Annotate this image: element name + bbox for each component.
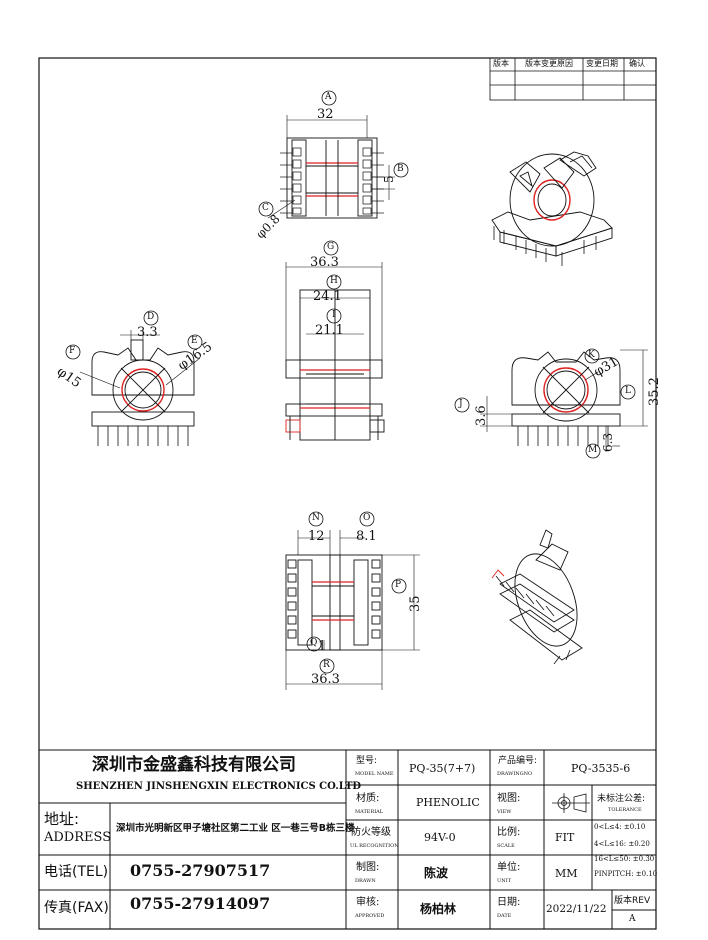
fax-value: 0755-27914097: [130, 894, 271, 913]
drawing-no-label-cn: 产品编号:: [498, 756, 538, 766]
front-view: [285, 262, 385, 441]
rev-header-reason: 版本变更原因: [525, 59, 573, 68]
isometric-view-top: [491, 151, 613, 266]
dim-letter-d: D: [147, 312, 155, 322]
scale-label-cn: 比例:: [497, 827, 521, 838]
flame-label-cn: 防火等级: [351, 827, 391, 838]
drawing-no-value: PQ-3535-6: [571, 762, 631, 775]
flame-value: 94V-0: [424, 831, 456, 844]
company-name-en: SHENZHEN JINSHENGXIN ELECTRONICS CO.LTD: [76, 781, 362, 792]
rev-value: A: [629, 914, 636, 924]
view-label-en: VIEW: [497, 809, 512, 815]
dim-value-i: 21.1: [315, 323, 344, 338]
rev-label: 版本REV: [614, 896, 651, 906]
dim-letter-m: M: [588, 445, 598, 455]
view-symbol-icon: [552, 793, 590, 813]
dim-value-m: 6.3: [601, 432, 615, 452]
dim-letter-l: L: [625, 386, 631, 396]
dim-value-n: 12: [308, 529, 325, 544]
dim-letter-o: O: [363, 513, 371, 523]
title-block-grid: [39, 749, 656, 929]
address-label-cn: 地址:: [44, 810, 80, 828]
date-label-cn: 日期:: [497, 897, 521, 908]
tolerance-line-1: 0<L≤4: ±0.10: [594, 823, 646, 831]
dim-value-r: 36.3: [311, 672, 340, 687]
dim-value-g: 36.3: [310, 255, 339, 270]
date-label-en: DATE: [497, 913, 512, 919]
approved-value: 杨柏林: [420, 902, 457, 916]
rev-header-confirm: 确认: [629, 59, 645, 68]
tolerance-line-4: PINPITCH: ±0.10: [594, 870, 658, 878]
drawing-border: [38, 57, 657, 930]
unit-label-en: UNIT: [497, 878, 511, 884]
dim-letter-k: K: [588, 350, 595, 360]
dim-letter-n: N: [312, 513, 320, 523]
top-view: [267, 115, 395, 219]
dim-letter-g: G: [327, 242, 335, 252]
dim-value-o: 8.1: [356, 529, 377, 544]
address-value: 深圳市光明新区甲子塘社区第二工业 区一巷三号B栋三楼: [116, 823, 355, 834]
dimension-callouts: [65, 90, 636, 674]
flame-label-en: UL RECOGNITION: [350, 843, 399, 849]
date-value: 2022/11/22: [546, 903, 607, 915]
dim-value-a: 32: [317, 107, 334, 122]
drawn-label-cn: 制图:: [356, 862, 380, 873]
model-label-cn: 型号:: [356, 756, 378, 766]
dim-value-h: 24.1: [313, 289, 342, 304]
left-end-view: [79, 330, 201, 446]
material-label-en: MATERIAL: [355, 809, 384, 815]
tolerance-label-en: TOLERANCE: [608, 807, 642, 813]
drawing-no-label-en: DRAWINGNO: [497, 771, 533, 777]
rev-header-date: 变更日期: [586, 59, 618, 68]
drawn-value: 陈波: [424, 866, 449, 880]
address-label-en: ADDRESS: [44, 830, 112, 845]
dim-letter-j: J: [459, 399, 463, 409]
unit-label-cn: 单位:: [497, 862, 521, 873]
bottom-view: [285, 530, 420, 690]
dim-letter-b: B: [397, 164, 404, 174]
dim-value-q: 1: [318, 639, 327, 654]
dim-letter-e: E: [191, 336, 198, 346]
revision-table: [489, 57, 657, 101]
model-label-en: MODEL NAME: [355, 771, 394, 777]
tolerance-line-3: 16<L≤50: ±0.30: [594, 855, 655, 863]
material-label-cn: 材质:: [356, 793, 380, 804]
model-value: PQ-35(7+7): [409, 762, 476, 775]
dim-letter-i: I: [332, 310, 336, 320]
dim-letter-f: F: [69, 346, 76, 356]
unit-value: MM: [555, 867, 578, 880]
tolerance-label-cn: 未标注公差:: [597, 794, 646, 804]
dim-value-b: 5: [382, 175, 396, 183]
drawn-label-en: DRAWN: [355, 878, 376, 884]
dim-letter-q: Q: [310, 638, 318, 648]
rev-header-version: 版本: [493, 59, 509, 68]
right-end-view: [480, 349, 648, 452]
approved-label-cn: 审核:: [356, 897, 380, 908]
material-value: PHENOLIC: [416, 796, 480, 809]
isometric-view-bottom: [491, 529, 583, 665]
tel-label: 电话(TEL): [44, 864, 109, 880]
dim-letter-c: C: [262, 203, 269, 213]
dim-letter-r: R: [323, 660, 330, 670]
tolerance-line-2: 4<L≤16: ±0.20: [594, 840, 650, 848]
view-label-cn: 视图:: [497, 793, 521, 804]
fax-label: 传真(FAX): [44, 900, 109, 916]
scale-label-en: SCALE: [497, 843, 515, 849]
dim-value-p: 35: [408, 595, 423, 612]
dim-value-j: 3.6: [474, 405, 489, 426]
dim-letter-h: H: [330, 276, 338, 286]
approved-label-en: APPROVED: [355, 913, 385, 919]
company-name-cn: 深圳市金盛鑫科技有限公司: [92, 755, 296, 775]
dim-letter-p: P: [395, 580, 402, 590]
dim-value-d: 3.3: [137, 325, 158, 340]
tel-value: 0755-27907517: [130, 861, 271, 880]
dim-letter-a: A: [325, 92, 332, 102]
scale-value: FIT: [555, 831, 575, 844]
dim-value-l: 35.2: [647, 377, 662, 406]
